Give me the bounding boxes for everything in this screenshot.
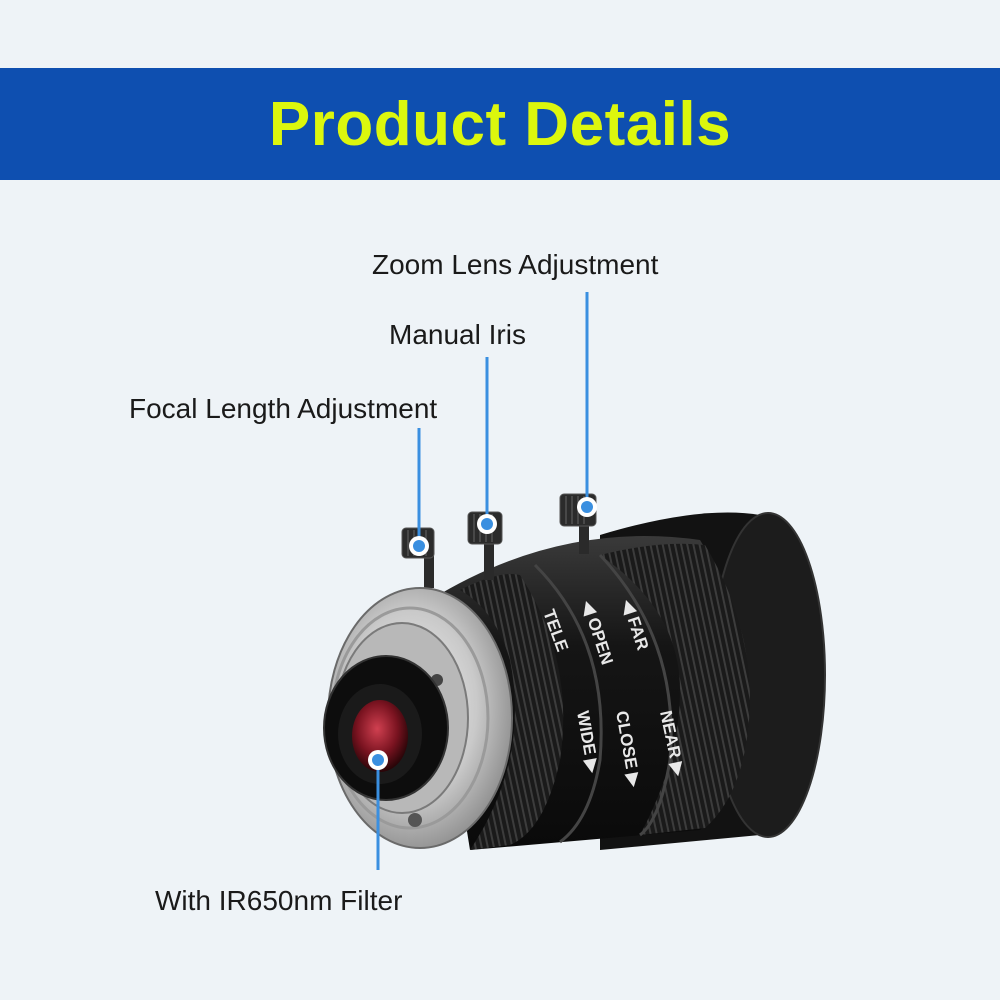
callout-filter-label: With IR650nm Filter (155, 885, 403, 916)
callout-focal-label: Focal Length Adjustment (129, 393, 438, 424)
callout-zoom-label: Zoom Lens Adjustment (372, 249, 659, 280)
callout-lines (368, 292, 597, 870)
header-banner: Product Details (0, 68, 1000, 180)
ir-filter-lens (323, 655, 449, 801)
callout-iris-label: Manual Iris (389, 319, 526, 350)
page-title: Product Details (268, 89, 732, 159)
lens-barrel (430, 536, 750, 850)
